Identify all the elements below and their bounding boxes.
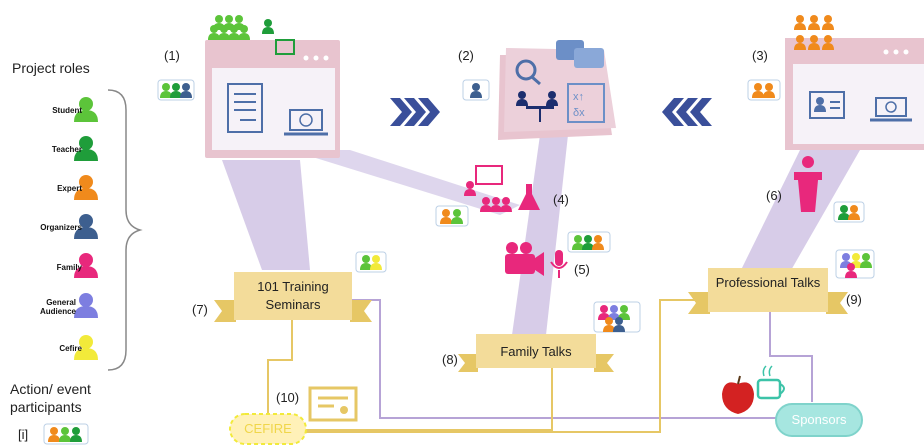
banner-family-label: Family Talks [500,344,572,359]
camera-icon [505,242,544,276]
beam-3-professional [740,150,860,272]
legend-role-student: Student [52,106,82,115]
presentation-icon [464,165,512,212]
node-5-label: (5) [574,262,590,277]
laptop-icon [870,97,912,122]
node-10-label: (10) [276,390,300,405]
banner-family [458,334,614,372]
svg-text:x↑: x↑ [573,91,584,103]
microphone-icon [550,250,568,278]
node-4-label: (4) [553,192,569,207]
sponsors-pill [775,403,863,437]
cefire-icon [74,335,98,360]
panel-2: x↑ δx [498,40,616,140]
apple-icon [722,375,754,414]
certificate-icon [308,386,358,422]
legend-brace [107,89,143,371]
cefire-pill-label: CEFIRE [244,421,292,436]
legend-role-expert: Expert [57,184,82,193]
legend-role-family: Family [56,263,82,272]
node-3-label: (3) [752,48,768,63]
beam-2-family [512,135,568,335]
group-icon [794,15,834,50]
teacher-icon [74,136,98,161]
document-icon [227,83,263,133]
beam-1-presentation [290,150,520,215]
laptop-icon [284,109,328,136]
node-2-label: (2) [458,48,474,63]
legend-role-teacher: Teacher [51,145,82,154]
panel-3 [785,15,924,150]
node-1-label: (1) [164,48,180,63]
group-icon [208,15,250,40]
cefire-pill [229,413,307,445]
participants-marker: [i] [18,427,29,442]
banner-training [214,272,372,322]
search-icon [515,59,541,86]
node-7-label: (7) [192,302,208,317]
meeting-icon [516,91,558,122]
banner-professional [688,268,848,314]
chat-bubbles-icon [556,40,604,68]
legend-role-general-audience: General Audience [39,298,76,316]
legend-title: Project roles [12,60,90,76]
coffee-icon [756,365,785,400]
banner-professional-label: Professional Talks [715,275,821,290]
double-chevron-icon [662,98,712,126]
legend-role-organizers: Organizers [40,223,82,232]
organizers-icon [74,214,98,239]
panel-1 [205,15,340,158]
node-9-label: (9) [846,292,862,307]
svg-text:δx: δx [573,107,585,119]
general-audience-icon [74,293,98,318]
double-chevron-icon [390,98,440,126]
id-card-icon [809,91,845,119]
expert-icon [74,175,98,200]
node-8-label: (8) [442,352,458,367]
math-icon: x↑ δx [567,83,605,123]
student-icon [74,97,98,122]
family-icon [74,253,98,278]
banner-training-label: 101 Training Seminars [257,279,329,312]
legend-role-cefire: Cefire [59,344,82,353]
participants-title: Action/ event participants [10,381,91,415]
flask-icon [518,184,540,210]
legend-role-icons [74,97,98,360]
beam-1-training [222,160,310,270]
teacher-board-icon [262,19,295,55]
sponsors-pill-label: Sponsors [791,412,847,427]
node-6-label: (6) [766,188,782,203]
participant-bubbles [43,79,875,445]
podium-icon [794,156,822,212]
